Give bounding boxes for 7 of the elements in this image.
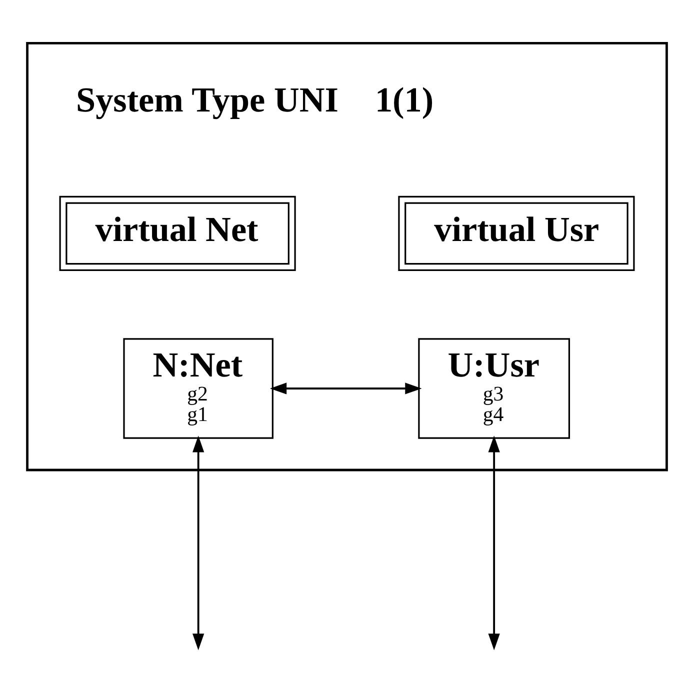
arrow — [488, 436, 500, 650]
node-box: U:Usr g3 g4 — [418, 338, 570, 439]
node-box: virtual Net — [59, 196, 296, 271]
arrow — [192, 436, 204, 650]
node-box: virtual Usr — [398, 196, 635, 271]
arrow — [270, 382, 422, 394]
node-box: N:Net g2 g1 — [123, 338, 274, 439]
